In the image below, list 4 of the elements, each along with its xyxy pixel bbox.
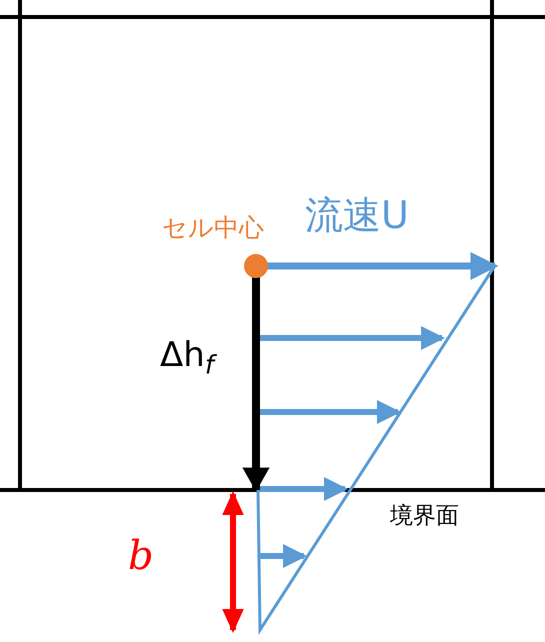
thickness-label: b (128, 536, 154, 576)
velocity-label: 流速U (305, 196, 409, 234)
boundary-label: 境界面 (390, 505, 459, 528)
point-label: セル中心 (162, 215, 264, 240)
